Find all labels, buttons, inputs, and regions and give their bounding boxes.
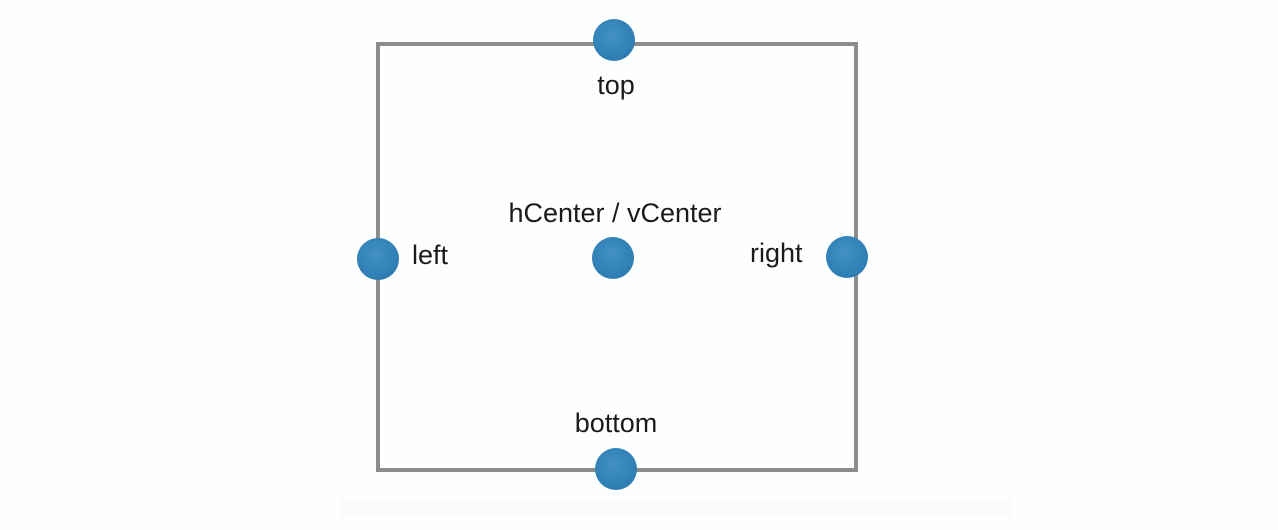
anchor-dot-left [357,238,399,280]
anchor-dot-top [593,19,635,61]
anchor-label-top: top [597,70,635,100]
anchor-label-left: left [412,240,449,270]
anchor-label-bottom: bottom [574,408,658,438]
anchor-dot-right [826,236,868,278]
anchor-label-center: hCenter / vCenter [508,198,722,228]
anchor-dot-center [592,237,634,279]
bottom-shadow-band [340,498,1012,518]
anchor-label-right: right [750,238,803,268]
anchor-dot-bottom [595,448,637,490]
